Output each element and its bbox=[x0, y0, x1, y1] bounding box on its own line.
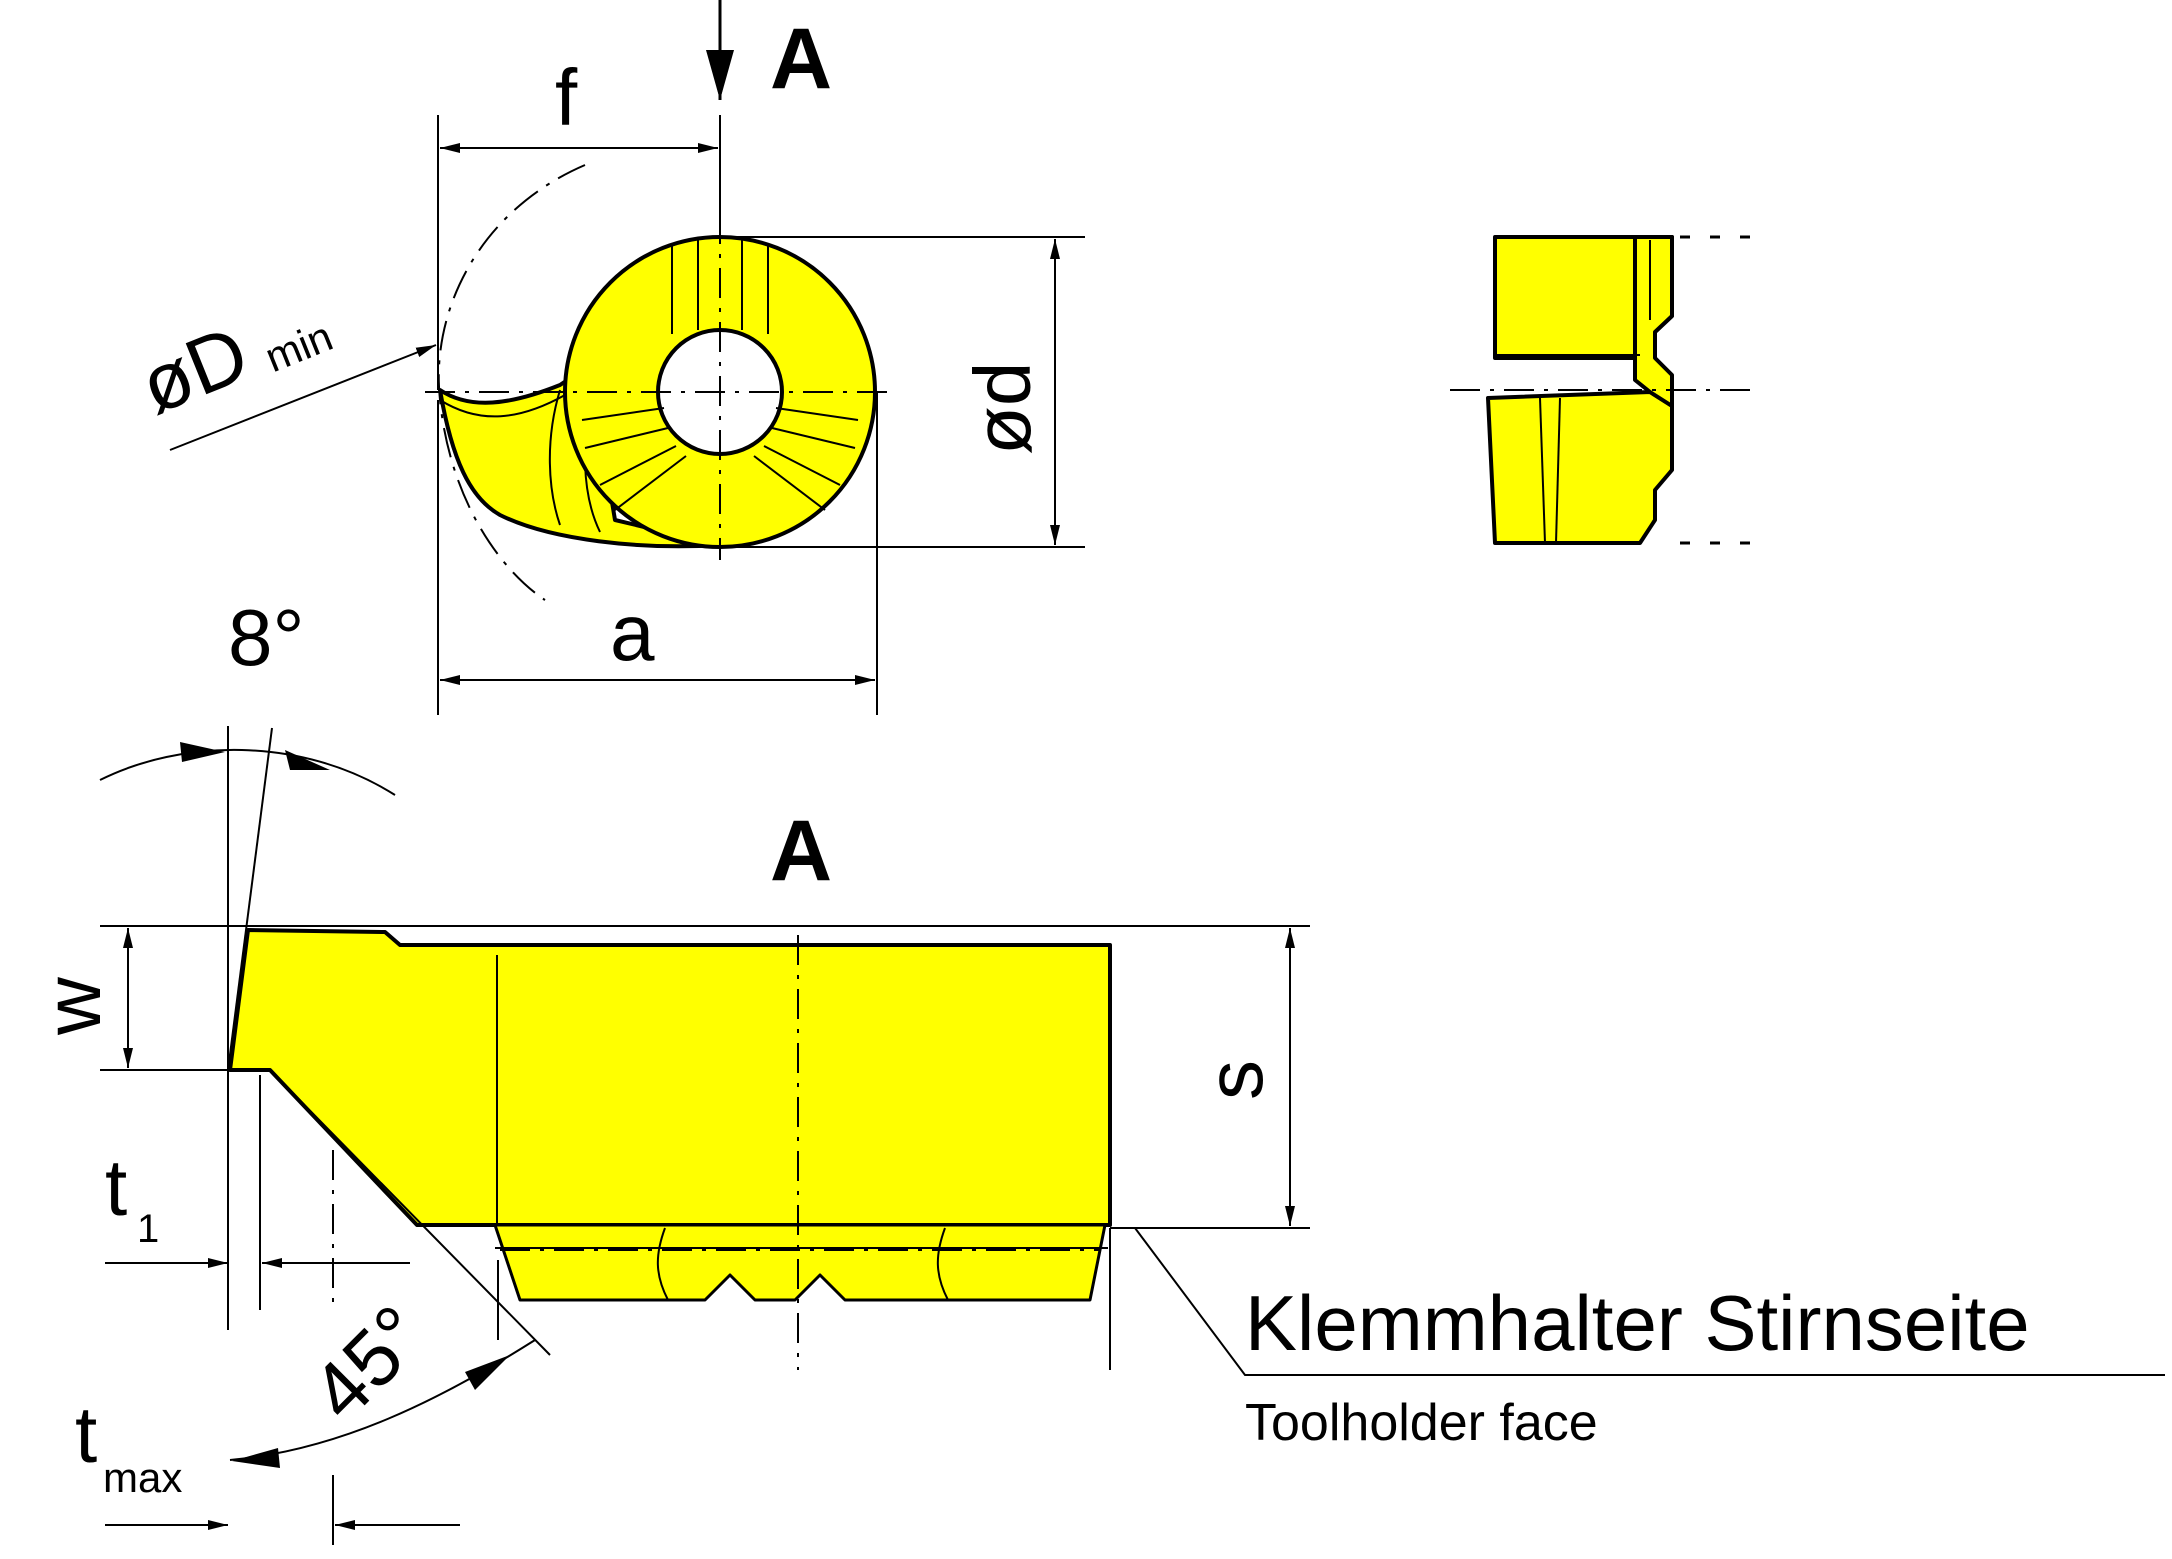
label-t1: t 1 bbox=[105, 1143, 159, 1251]
view-label-a-section: A bbox=[770, 803, 832, 899]
tail-edge bbox=[439, 394, 566, 418]
flute-ll-2 bbox=[584, 427, 669, 449]
section-teeth bbox=[493, 1223, 1107, 1302]
caption-german: Klemmhalter Stirnseite bbox=[1245, 1279, 2030, 1367]
chamfer-45-line bbox=[269, 1069, 551, 1356]
flute-ll-1 bbox=[581, 407, 665, 421]
label-s: s bbox=[1190, 1060, 1279, 1100]
label-dmin-symbol: øD bbox=[128, 308, 260, 430]
label-d: ød bbox=[958, 362, 1047, 455]
side-face-line bbox=[1539, 397, 1546, 544]
flute-lr-1 bbox=[775, 407, 859, 421]
tooth-curve-2 bbox=[936, 1227, 949, 1301]
tail-flute-1 bbox=[548, 389, 561, 526]
view-arrow-head bbox=[706, 50, 734, 100]
side-view bbox=[1450, 235, 1760, 545]
section-view bbox=[99, 726, 2165, 1545]
leader-toolholder bbox=[1134, 1227, 2165, 1376]
section-body bbox=[228, 928, 1112, 1227]
side-middle-tooth bbox=[1633, 235, 1674, 408]
tooth-curve-1 bbox=[656, 1227, 669, 1301]
label-t1-sub: 1 bbox=[137, 1207, 159, 1251]
label-a: a bbox=[610, 588, 655, 677]
flute-lr-3 bbox=[763, 445, 841, 486]
label-angle-45: 45° bbox=[294, 1289, 442, 1437]
label-tmax-main: t bbox=[75, 1390, 97, 1479]
arrow-45-right bbox=[465, 1355, 510, 1390]
flute-ll-4 bbox=[614, 455, 687, 511]
arrow-45-left bbox=[232, 1448, 280, 1468]
leader-dmin bbox=[169, 344, 437, 451]
label-dmin-sub: min bbox=[259, 312, 339, 381]
label-f: f bbox=[555, 53, 578, 142]
arrow-8deg-left bbox=[180, 742, 225, 762]
label-dmin: øD min bbox=[128, 308, 339, 430]
flute-ll-3 bbox=[599, 445, 677, 486]
label-w: w bbox=[28, 977, 117, 1036]
view-label-a-top: A bbox=[770, 11, 832, 107]
flute-lr-4 bbox=[753, 455, 826, 511]
flute-lr-2 bbox=[771, 427, 856, 449]
arrow-8deg-right bbox=[285, 750, 330, 770]
label-t1-main: t bbox=[105, 1143, 127, 1232]
label-tmax-sub: max bbox=[103, 1454, 182, 1501]
side-lower-block bbox=[1486, 390, 1674, 545]
side-face-line-2 bbox=[1555, 397, 1561, 544]
arc-8deg bbox=[99, 749, 396, 796]
label-tmax: t max bbox=[75, 1390, 182, 1501]
caption-english: Toolholder face bbox=[1245, 1394, 1598, 1452]
top-view bbox=[169, 0, 1085, 715]
label-angle-8: 8° bbox=[228, 593, 304, 682]
